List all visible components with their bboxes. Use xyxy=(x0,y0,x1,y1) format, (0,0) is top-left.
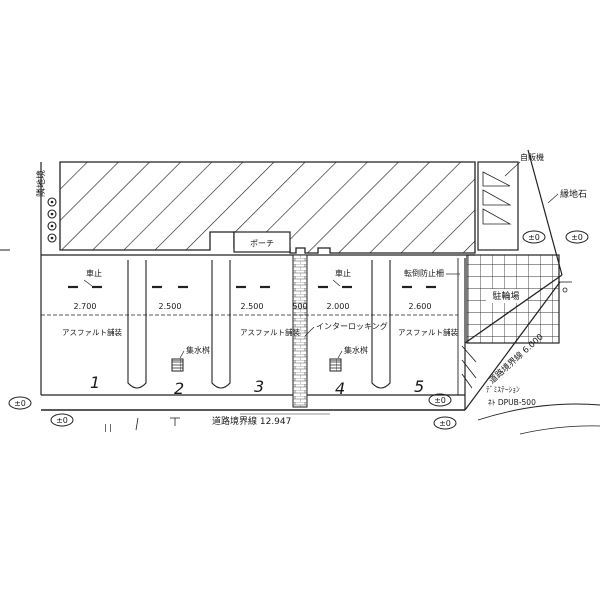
svg-text:±0: ±0 xyxy=(439,419,451,428)
interlocking-label: インターロッキング xyxy=(316,321,388,331)
dimension-4: 500 xyxy=(292,302,307,311)
dimension-2: 2.500 xyxy=(159,302,182,311)
svg-text:±0: ±0 xyxy=(571,233,583,242)
svg-text:集水桝: 集水桝 xyxy=(186,345,210,355)
porch-area xyxy=(233,231,291,253)
asphalt-label-1: アスファルト舗装 xyxy=(62,327,122,337)
drain-pit-1: 集水桝 xyxy=(171,345,210,372)
porch-label: ポーチ xyxy=(250,239,274,248)
bay-number-1: 1 xyxy=(90,373,100,392)
dimension-ticks xyxy=(127,311,373,319)
dimension-1: 2.700 xyxy=(74,302,97,311)
dimension-5: 2.000 xyxy=(327,302,350,311)
parking-area xyxy=(41,254,475,411)
bay-number-2: 2 xyxy=(174,379,184,398)
neighbor-boundary-label: 隣地境 xyxy=(35,170,47,197)
road-boundary-bottom-label: 道路境界線 12.947 xyxy=(212,415,291,427)
bay-number-3: 3 xyxy=(254,377,264,396)
asphalt-label-2: アスファルト舗装 xyxy=(240,327,300,337)
svg-text:±0: ±0 xyxy=(528,233,540,242)
interlocking-strip xyxy=(292,254,308,408)
fall-prevention-fence-label: 転倒防止柵 xyxy=(404,268,444,278)
dimmer-station-label-1: ﾃﾞﾐｽﾃｰｼｮﾝ xyxy=(486,385,520,394)
stall-dividers xyxy=(127,260,391,389)
dimension-3: 2.500 xyxy=(241,302,264,311)
equipment-label: 自販機 xyxy=(520,152,544,162)
bike-parking-label: 駐輪場 xyxy=(492,290,519,302)
drain-pit-2: 集水桝 xyxy=(329,345,368,372)
car-stop-label-1: 車止 xyxy=(86,268,102,278)
svg-text:±0: ±0 xyxy=(56,416,68,425)
equipment-box xyxy=(477,161,519,251)
bay-number-4: 4 xyxy=(335,379,345,398)
dimension-6: 2.600 xyxy=(409,302,432,311)
bay-number-5: 5 xyxy=(414,377,424,396)
svg-text:±0: ±0 xyxy=(14,399,26,408)
boundary-markers xyxy=(47,197,57,243)
bike-parking-label-bg xyxy=(486,289,526,303)
building-hatched-area xyxy=(59,161,476,254)
car-stop-label-2: 車止 xyxy=(335,268,351,278)
dimmer-station-label-2: ﾈﾄ DPUB-500 xyxy=(488,398,536,407)
asphalt-label-3: アスファルト舗装 xyxy=(398,327,458,337)
svg-text:集水桝: 集水桝 xyxy=(344,345,368,355)
level-marks: ±0 ±0 ±0 ±0 ±0 ±0 xyxy=(8,230,589,430)
bottom-fragment: | | xyxy=(104,423,112,432)
road-boundary-right-line xyxy=(464,274,563,344)
curb-stone-label: 縁地石 xyxy=(560,188,587,200)
svg-text:±0: ±0 xyxy=(434,396,446,405)
